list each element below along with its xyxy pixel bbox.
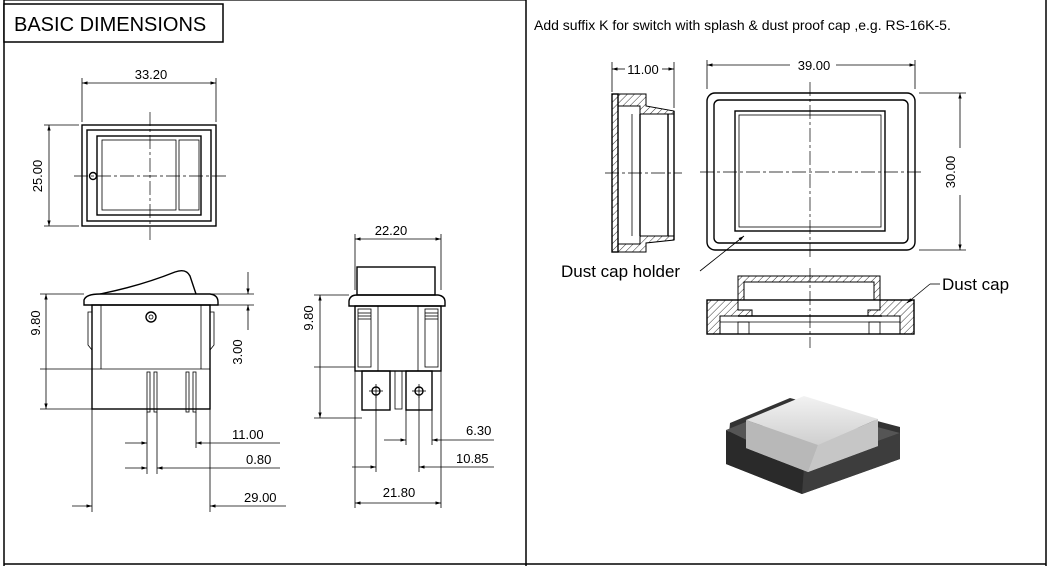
cap-width-dim: 39.00 <box>798 58 831 73</box>
front-width-dim: 33.20 <box>135 67 168 82</box>
end-view-vents <box>358 312 438 320</box>
end-top-width-dim: 22.20 <box>375 223 408 238</box>
sheet-frame <box>3 0 1047 566</box>
end-base-width-dim: 21.80 <box>383 485 416 500</box>
end-height-dim: 9.80 <box>301 305 316 330</box>
suffix-note: Add suffix K for switch with splash & du… <box>534 17 951 33</box>
page-title: BASIC DIMENSIONS <box>14 14 206 36</box>
cap-front-view: 39.00 30.00 <box>700 58 966 258</box>
dust-cap-holder-callout: Dust cap holder <box>561 235 745 281</box>
cap-section-side: 11.00 <box>605 62 682 253</box>
cap-section-bottom <box>706 268 915 348</box>
end-view: 22.20 9.80 6.30 10.85 21.80 <box>301 223 494 508</box>
pin-dim-a: 11.00 <box>232 427 264 442</box>
end-pin-width-dim: 6.30 <box>466 423 491 438</box>
title-box: BASIC DIMENSIONS <box>3 3 224 43</box>
side-height-dim: 9.80 <box>28 310 43 335</box>
cap-height-dim: 30.00 <box>943 156 958 189</box>
front-view: 33.20 25.00 <box>30 67 228 240</box>
dust-cap-3d-render <box>726 396 900 494</box>
pin-dim-b: 0.80 <box>246 452 271 467</box>
side-view: 9.80 3.00 11.00 0.80 29.00 <box>28 269 286 512</box>
rocker-height-dim: 3.00 <box>230 339 245 364</box>
dust-cap-callout: Dust cap <box>906 275 1009 304</box>
side-length-dim: 29.00 <box>244 490 277 505</box>
dust-cap-holder-label: Dust cap holder <box>561 262 680 281</box>
front-height-dim: 25.00 <box>30 160 45 193</box>
cap-depth-dim: 11.00 <box>627 62 659 77</box>
end-pin-span-dim: 10.85 <box>456 451 489 466</box>
dust-cap-label: Dust cap <box>942 275 1009 294</box>
